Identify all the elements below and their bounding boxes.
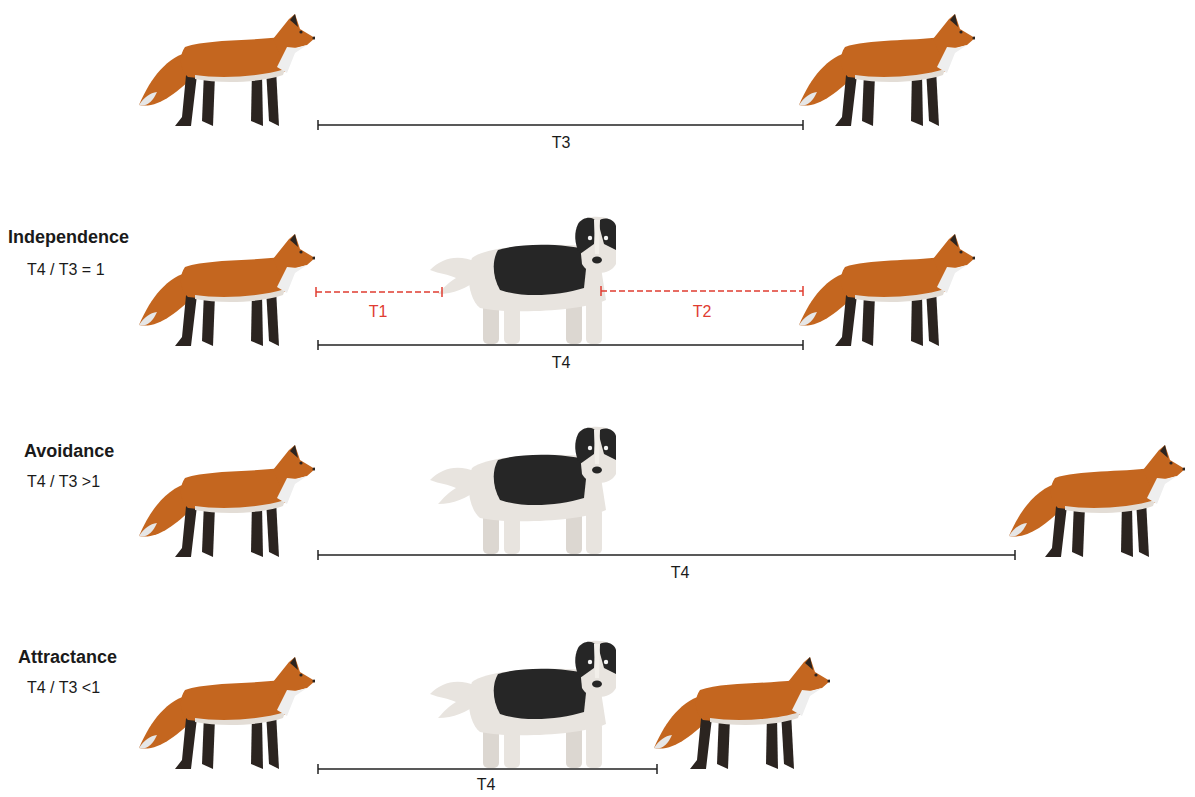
- distance-line: [318, 124, 803, 126]
- dashed-distance: [316, 291, 442, 293]
- tick: [317, 340, 319, 350]
- fox-right: [799, 14, 976, 126]
- fox-right: [799, 234, 976, 346]
- scenario-title: Avoidance: [24, 441, 114, 462]
- tick: [441, 287, 443, 297]
- tick: [315, 287, 317, 297]
- tick: [1014, 550, 1016, 560]
- tick: [802, 340, 804, 350]
- scenario-title: Attractance: [18, 647, 117, 668]
- ratio-label: T4 / T3 <1: [27, 679, 100, 697]
- scenario-title: Independence: [8, 227, 129, 248]
- distance-label: T4: [552, 354, 571, 372]
- distance-label: T1: [369, 303, 388, 321]
- fox-right: [654, 657, 831, 769]
- fox-left: [139, 445, 316, 557]
- tick: [802, 286, 804, 296]
- fox-left: [139, 14, 316, 126]
- dog: [430, 217, 616, 344]
- tick: [317, 764, 319, 774]
- dog: [430, 427, 616, 554]
- fox-left: [139, 234, 316, 346]
- ratio-label: T4 / T3 = 1: [27, 261, 105, 279]
- fox-right: [1009, 445, 1186, 557]
- fox-left: [139, 657, 316, 769]
- tick: [317, 550, 319, 560]
- tick: [600, 286, 602, 296]
- distance-line: [318, 768, 657, 770]
- distance-label: T3: [552, 134, 571, 152]
- ratio-label: T4 / T3 >1: [27, 473, 100, 491]
- tick: [802, 120, 804, 130]
- tick: [317, 120, 319, 130]
- distance-label: T2: [693, 303, 712, 321]
- distance-label: T4: [477, 776, 496, 794]
- distance-label: T4: [671, 564, 690, 582]
- dashed-distance: [601, 290, 803, 292]
- dog: [430, 641, 616, 768]
- tick: [656, 764, 658, 774]
- distance-line: [318, 344, 803, 346]
- distance-line: [318, 554, 1015, 556]
